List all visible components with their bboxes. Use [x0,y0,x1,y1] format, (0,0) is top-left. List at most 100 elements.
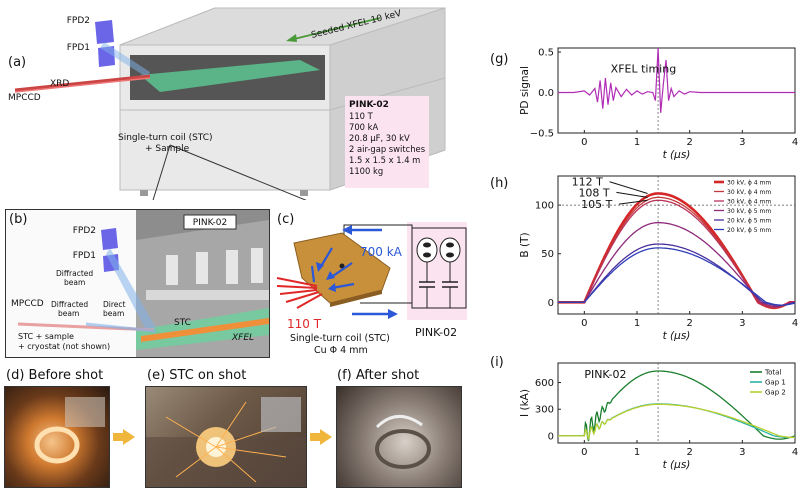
arrow-d-e-head [123,429,135,445]
legend-label: Gap 1 [765,379,786,387]
peak-annotation: 112 T [572,176,603,189]
x-tick-label: 3 [739,137,745,148]
panel-label-c: (c) [277,212,295,227]
x-axis-label: t (μs) [663,149,691,161]
x-axis-label: t (μs) [663,330,691,342]
arrow-d-e [113,433,123,441]
peak-annotation: 108 T [578,186,609,199]
x-axis-label: t (μs) [663,459,691,471]
peak-annotation-arrow [619,199,648,205]
spec-line: 1100 kg [349,166,384,176]
field-series-line [558,199,795,309]
xfel-timing-annotation: XFEL timing [611,62,677,75]
pink02-spec-box: PINK-02 110 T 700 kA 20.8 μF, 30 kV 2 ai… [345,96,429,188]
x-tick-label: 3 [739,447,745,458]
panel-label-a: (a) [8,55,27,70]
x-tick-label: 4 [792,137,798,148]
stc-label-a: Single-turn coil (STC) [118,133,213,143]
x-tick-label: 2 [686,137,692,148]
stc-sample-label-b: STC + sample [18,332,74,341]
y-tick-label: 100 [535,201,554,212]
y-tick-label: −0.5 [530,129,554,140]
legend-label: 30 kV, ϕ 4 mm [727,180,771,187]
peak-annotation: 105 T [581,198,612,211]
peak-annotation-arrow [609,181,648,194]
stc-sample-label-a: + Sample [145,144,190,154]
panel-label-i: (i) [490,355,504,370]
legend-label: 30 kV, ϕ 5 mm [727,208,771,215]
pink02-label-b: PINK-02 [193,218,227,228]
y-tick-label: 0 [548,431,554,442]
legend-label: Gap 2 [765,389,786,397]
current-label: 700 kA [360,245,403,259]
legend-label: 30 kV, ϕ 4 mm [727,199,771,206]
y-axis-label: PD signal [519,66,531,115]
spec-line: 1.5 x 1.5 x 1.4 m [349,155,421,165]
direct-beam-label-b: beam [103,309,124,318]
field-series-line [558,243,796,306]
chart-pd-signal: 0 1 2 3 4 −0.5 0.0 0.5 t (μs) PD signal XFEL timin… [519,47,798,161]
y-axis-label: B (T) [519,232,531,257]
fpd2-label-b: FPD2 [73,226,96,236]
y-axis-label: I (kA) [519,389,531,417]
x-tick-label: 2 [686,447,692,458]
field-series-line [558,247,796,306]
panel-b-box: PINK-02 FPD2 FPD1 Diffracted beam MPCCD … [5,209,270,358]
cryostat-label: + cryostat (not shown) [18,342,110,351]
spec-line: 110 T [349,111,373,121]
field-series-line [558,221,795,307]
panel-label-h: (h) [490,176,509,191]
arrow-e-f-head [320,429,332,445]
panel-label-g: (g) [490,52,509,67]
y-tick-label: 0.0 [538,88,554,99]
x-tick-label: 0 [581,447,587,458]
diffracted-beam-label-2: Diffracted [51,300,88,309]
x-tick-label: 1 [634,447,640,458]
x-tick-label: 1 [634,318,640,329]
plot-frame [557,175,796,315]
field-label-c: 110 T [287,317,322,331]
peak-annotation-arrow [616,191,648,198]
coil-label-2: Cu Φ 4 mm [314,345,368,356]
fpd2-label-a: FPD2 [67,16,90,26]
y-tick-label: 600 [535,378,554,389]
spec-title: PINK-02 [349,100,389,110]
current-series-line [558,403,795,441]
x-tick-label: 0 [581,318,587,329]
x-tick-label: 1 [634,137,640,148]
arrow-e-f [310,433,320,441]
fpd1-label-b: FPD1 [73,251,96,261]
legend-label: 20 kV, ϕ 5 mm [727,218,771,225]
x-tick-label: 0 [581,137,587,148]
diffracted-beam-label-2b: beam [58,309,79,318]
panel-c-circuit: 700 kA 110 T Single-turn coil (STC) Cu Φ… [276,222,467,356]
fpd1-label-a: FPD1 [67,43,90,53]
x-tick-label: 4 [792,447,798,458]
legend-label: 30 kV, ϕ 4 mm [727,189,771,196]
xfel-label-b: XFEL [231,333,254,343]
y-tick-label: 0 [548,298,554,309]
mpccd-label-b: MPCCD [11,299,44,309]
pink02-annotation: PINK-02 [584,368,626,381]
plot-frame [557,47,796,134]
panel-label-d: (d) Before shot [6,368,104,383]
legend-label: 20 kV, ϕ 5 mm [727,227,771,234]
pink02-label-c: PINK-02 [415,326,457,339]
y-tick-label: 300 [535,405,554,416]
stc-label-b: STC [174,318,191,328]
y-tick-label: 50 [541,249,554,260]
legend-label: Total [764,369,781,377]
x-tick-label: 2 [686,318,692,329]
panel-b-illustration: PINK-02 FPD2 FPD1 Diffracted beam MPCCD … [11,210,269,357]
plot-frame [557,362,796,444]
panel-label-e: (e) STC on shot [147,368,247,383]
photo-stc-on-shot [145,386,307,488]
y-tick-label: 0.5 [538,48,554,59]
spec-line: 20.8 μF, 30 kV [349,133,410,143]
panel-label-b: (b) [9,212,28,227]
x-tick-label: 3 [739,318,745,329]
direct-beam-label: Direct [103,300,126,309]
photo-after-shot [336,386,462,488]
